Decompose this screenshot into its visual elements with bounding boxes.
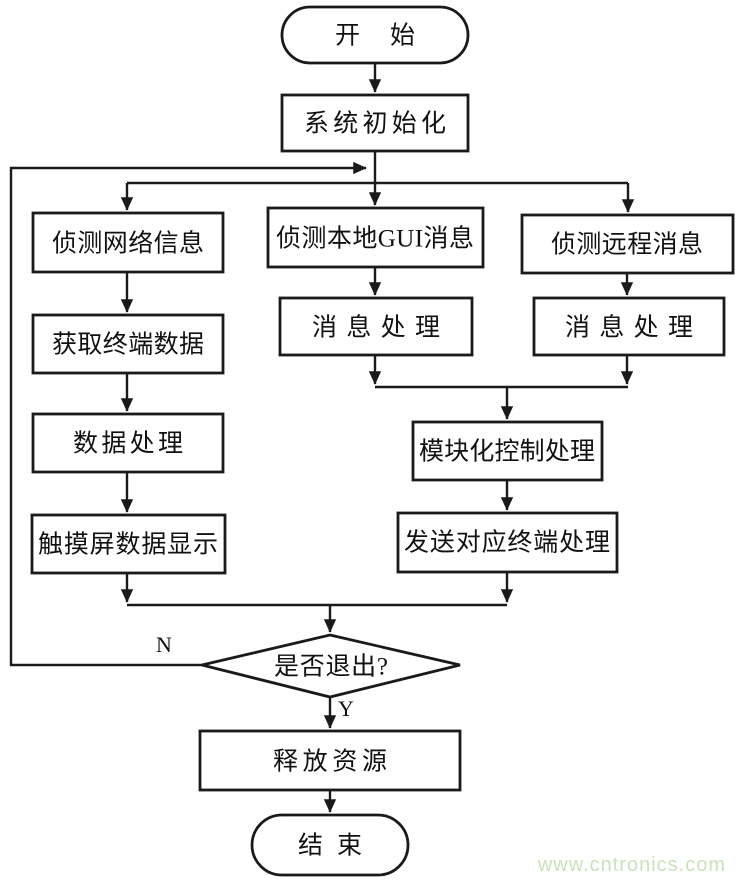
- flow-nodes: 开始 系统初始化 侦测网络信息 获取终端数据 数据处理 触摸屏数据显示 侦测本地…: [30, 5, 735, 877]
- node-modular-control: [411, 420, 604, 482]
- node-system-init-label: 系统初始化: [304, 110, 446, 138]
- node-detect-local-gui: [266, 206, 485, 269]
- node-data-processing: [31, 412, 225, 474]
- node-send-terminal: [396, 511, 619, 574]
- edge-label-no: N: [156, 632, 172, 657]
- node-detect-remote: [520, 213, 735, 275]
- node-system-init: [280, 93, 470, 153]
- node-local-message-processing: [278, 296, 474, 357]
- node-detect-network: [31, 211, 225, 274]
- node-get-terminal-data: [31, 313, 225, 375]
- node-remote-message-processing: [532, 296, 726, 357]
- node-detect-local-gui-label: 侦测本地GUI消息: [276, 225, 474, 253]
- flow-connectors: [9, 63, 635, 813]
- node-release-resources: [198, 729, 462, 792]
- node-end: [250, 813, 410, 877]
- node-touchscreen-display-label: 触摸屏数据显示: [38, 531, 218, 559]
- node-detect-network-label: 侦测网络信息: [52, 230, 204, 258]
- edge-loopback-no: [9, 161, 367, 667]
- node-exit-decision: [201, 633, 461, 699]
- watermark: www.cntronics.com: [537, 854, 726, 876]
- node-exit-decision-label: 是否退出?: [274, 653, 388, 681]
- node-get-terminal-data-label: 获取终端数据: [52, 331, 204, 359]
- node-touchscreen-display: [30, 513, 227, 575]
- node-start: [280, 5, 470, 65]
- node-detect-remote-label: 侦测远程消息: [551, 231, 703, 259]
- node-send-terminal-label: 发送对应终端处理: [404, 529, 610, 557]
- node-modular-control-label: 模块化控制处理: [419, 438, 595, 466]
- edge-label-yes: Y: [338, 696, 354, 721]
